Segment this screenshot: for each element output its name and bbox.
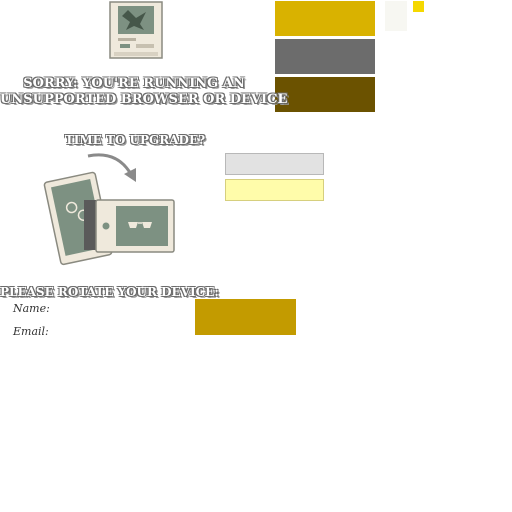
small-yellow-swatch <box>413 1 424 12</box>
upgrade-title: TIME TO UPGRADE? <box>64 133 206 147</box>
gray-input-field[interactable] <box>225 153 324 175</box>
name-label: Name: <box>13 302 50 315</box>
pale-swatch <box>385 1 407 31</box>
rotate-title: PLEASE ROTATE YOUR DEVICE: <box>0 285 219 299</box>
yellow-input-field[interactable] <box>225 179 324 201</box>
devices-upgrade-icon <box>43 153 175 266</box>
unsupported-title: SORRY: YOU'RE RUNNING AN UNSUPPORTED BRO… <box>0 76 288 108</box>
email-label: Email: <box>13 325 49 338</box>
old-computer-icon <box>109 1 163 59</box>
unsupported-line-2: UNSUPPORTED BROWSER OR DEVICE <box>0 92 288 107</box>
gold-swatch <box>275 1 375 36</box>
dark-olive-swatch <box>275 77 375 112</box>
submit-button[interactable] <box>195 299 296 335</box>
gray-swatch <box>275 39 375 74</box>
unsupported-line-1: SORRY: YOU'RE RUNNING AN <box>23 76 245 91</box>
